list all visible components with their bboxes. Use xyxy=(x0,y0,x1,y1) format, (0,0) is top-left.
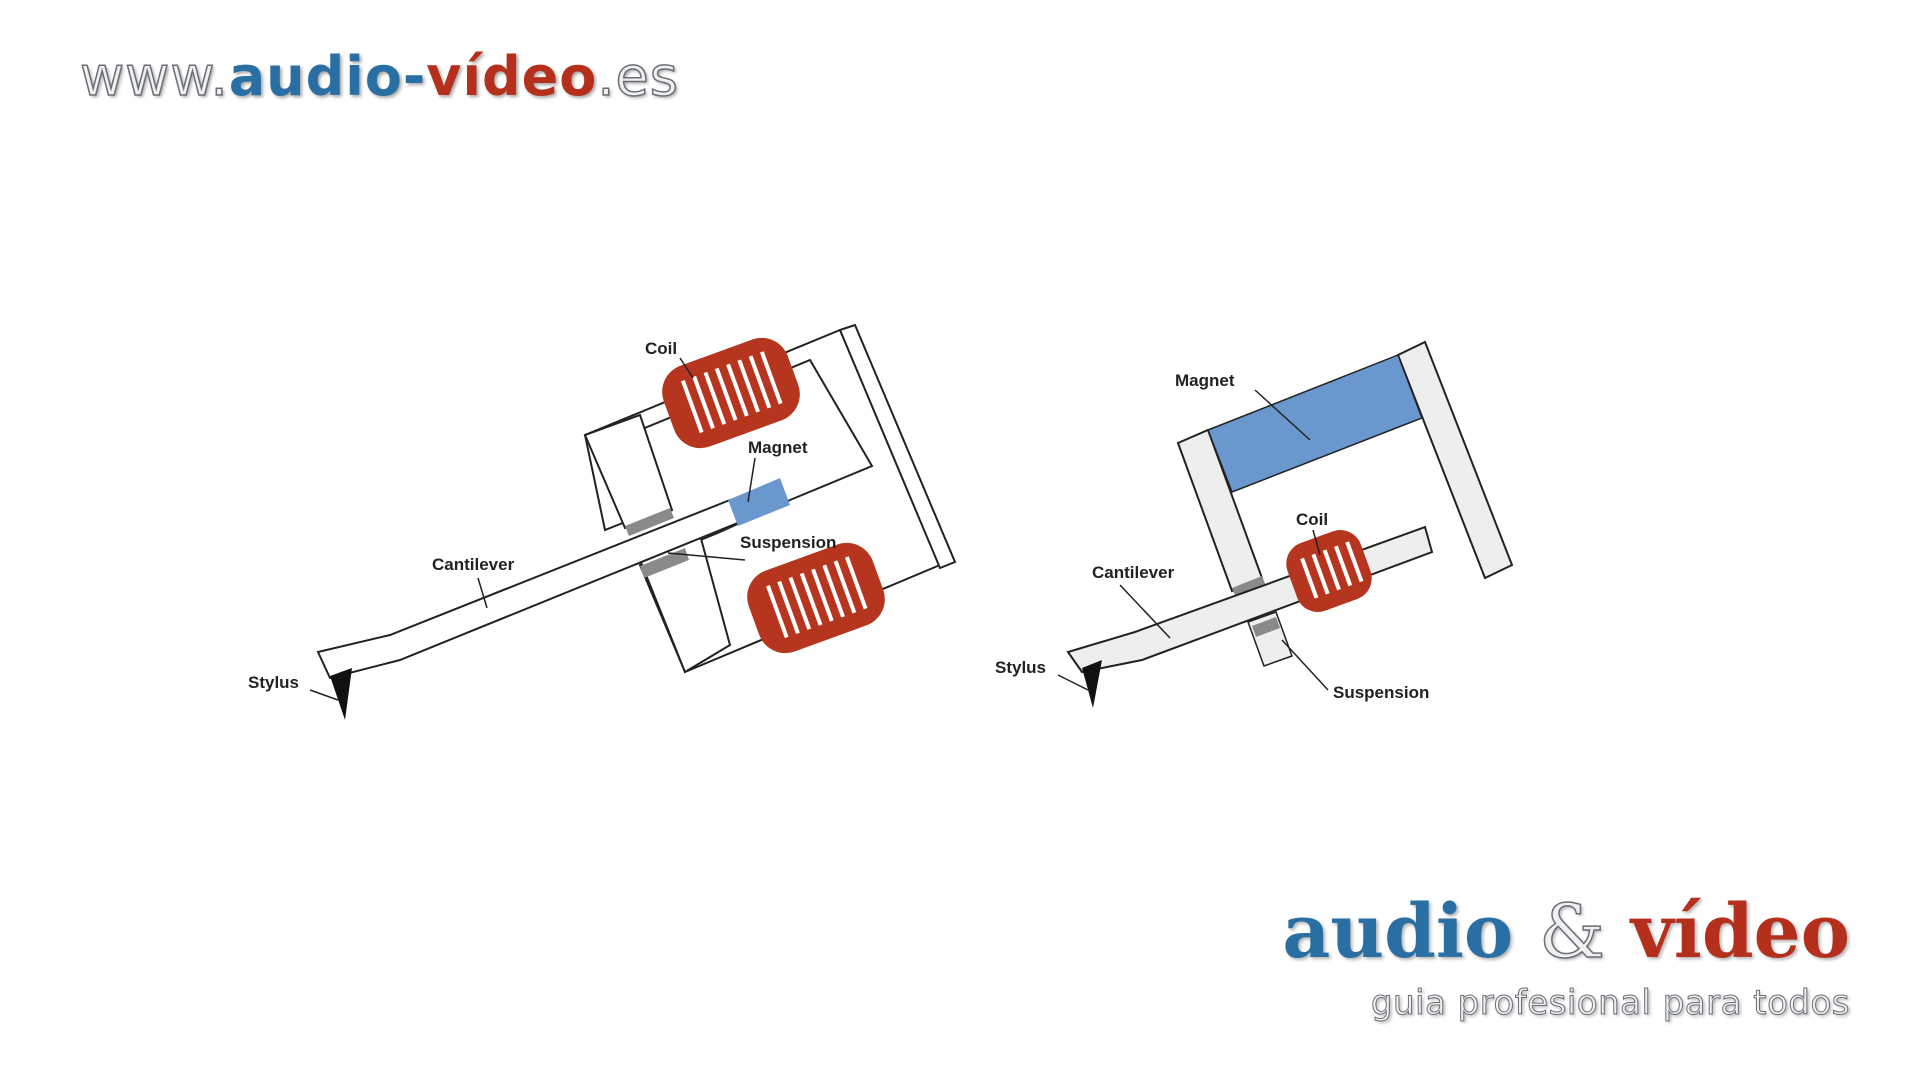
left-frame-top-pole xyxy=(583,413,674,530)
left-label-stylus: Stylus xyxy=(248,673,299,692)
right-suspension-top-pad xyxy=(1232,576,1266,598)
site-url-logo[interactable]: www.audio-vídeo.es xyxy=(79,49,679,105)
logo-audio: audio xyxy=(1282,889,1514,975)
brand-logo[interactable]: audio & vídeo guia profesional para todo… xyxy=(1282,894,1850,1024)
left-label-cantilever: Cantilever xyxy=(432,555,515,574)
logo-video: vídeo xyxy=(1630,889,1850,975)
left-suspension-top xyxy=(625,508,674,536)
left-coil-top xyxy=(662,337,800,449)
right-stylus xyxy=(1082,660,1102,708)
right-label-coil: Coil xyxy=(1296,510,1328,529)
brand-tagline: guia profesional para todos xyxy=(1370,983,1850,1024)
right-label-cantilever: Cantilever xyxy=(1092,563,1175,582)
right-label-magnet: Magnet xyxy=(1175,371,1235,390)
left-coil-bottom xyxy=(747,542,885,654)
left-stylus xyxy=(330,668,352,720)
moving-coil-diagram: Magnet Coil Cantilever Stylus Suspension xyxy=(995,340,1514,708)
right-magnet xyxy=(1207,354,1423,493)
right-label-stylus: Stylus xyxy=(995,658,1046,677)
url-prefix: www. xyxy=(79,45,229,108)
right-label-suspension: Suspension xyxy=(1333,683,1429,702)
right-suspension-pad xyxy=(1252,617,1280,637)
logo-ampersand: & xyxy=(1538,889,1605,975)
url-suffix: .es xyxy=(597,45,679,108)
left-frame-right-side xyxy=(838,323,957,570)
right-frame-right-pole xyxy=(1396,340,1514,580)
url-video: vídeo xyxy=(426,45,598,108)
moving-magnet-diagram: Coil Magnet Suspension Cantilever Stylus xyxy=(248,323,957,720)
brand-wordmark: audio & vídeo xyxy=(1282,894,1850,970)
url-audio: audio- xyxy=(228,45,427,108)
left-suspension-bottom xyxy=(640,548,689,578)
left-label-coil: Coil xyxy=(645,339,677,358)
left-magnet xyxy=(728,478,790,526)
left-label-suspension: Suspension xyxy=(740,533,836,552)
left-label-magnet: Magnet xyxy=(748,438,808,457)
right-coil xyxy=(1286,530,1372,612)
